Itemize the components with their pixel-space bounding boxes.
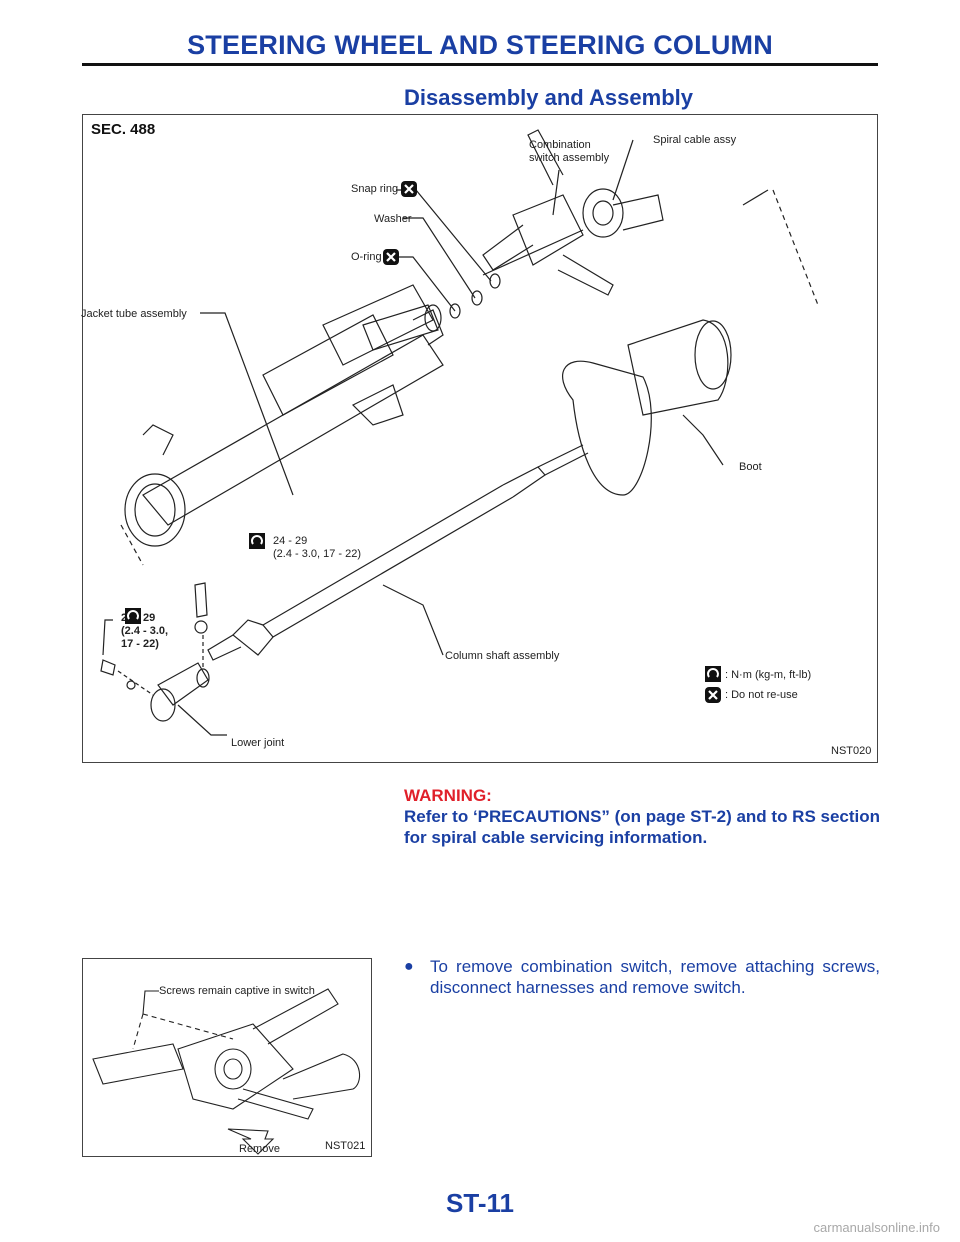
torque-wrench-icon: [705, 666, 721, 682]
label-torque-lower: 24 - 29 (2.4 - 3.0, 17 - 22): [121, 612, 169, 650]
label-spiral-cable: Spiral cable assy: [653, 134, 737, 146]
torque-wrench-icon: [249, 533, 265, 549]
do-not-reuse-icon: [401, 181, 417, 197]
legend-no-reuse-text: : Do not re-use: [725, 689, 798, 701]
label-jacket-tube: Jacket tube assembly: [81, 308, 187, 320]
do-not-reuse-icon: [705, 687, 721, 703]
label-boot: Boot: [739, 461, 762, 473]
steering-column-illustration: [100, 129, 819, 736]
figure-code: NST020: [831, 745, 872, 757]
remove-switch-figure: Screws remain captive in switch Remove N…: [82, 958, 372, 1157]
section-title: Disassembly and Assembly: [404, 85, 693, 110]
figure-code-small: NST021: [325, 1140, 366, 1152]
step-text: To remove combination switch, remove att…: [430, 957, 880, 997]
label-screws-captive: Screws remain captive in switch: [159, 985, 315, 997]
watermark: carmanualsonline.info: [813, 1220, 940, 1235]
label-washer: Washer: [374, 213, 412, 225]
warning-body: Refer to ‘PRECAUTIONS” (on page ST-2) an…: [404, 807, 881, 847]
page-number: ST-11: [446, 1188, 514, 1218]
bullet-point: ●: [404, 958, 414, 975]
label-column-shaft: Column shaft assembly: [445, 650, 560, 662]
label-remove: Remove: [239, 1143, 280, 1155]
label-lower-joint: Lower joint: [231, 737, 285, 749]
label-snap-ring: Snap ring: [351, 183, 399, 195]
label-combination-switch: Combination switch assembly: [529, 139, 610, 164]
label-o-ring: O-ring: [351, 251, 382, 263]
label-torque-upper: 24 - 29 (2.4 - 3.0, 17 - 22): [273, 535, 362, 560]
combination-switch-illustration: [92, 988, 361, 1155]
warning-heading: WARNING:: [404, 786, 492, 805]
torque-wrench-icon: [125, 608, 141, 624]
do-not-reuse-icon: [383, 249, 399, 265]
page-header-title: STEERING WHEEL AND STEERING COLUMN: [187, 30, 773, 60]
section-number: SEC. 488: [91, 121, 156, 138]
header-rule: [82, 63, 878, 66]
legend-torque-text: : N·m (kg-m, ft-lb): [725, 669, 812, 681]
exploded-view-figure: SEC. 488 Combination switch assembly Spi…: [81, 114, 878, 763]
